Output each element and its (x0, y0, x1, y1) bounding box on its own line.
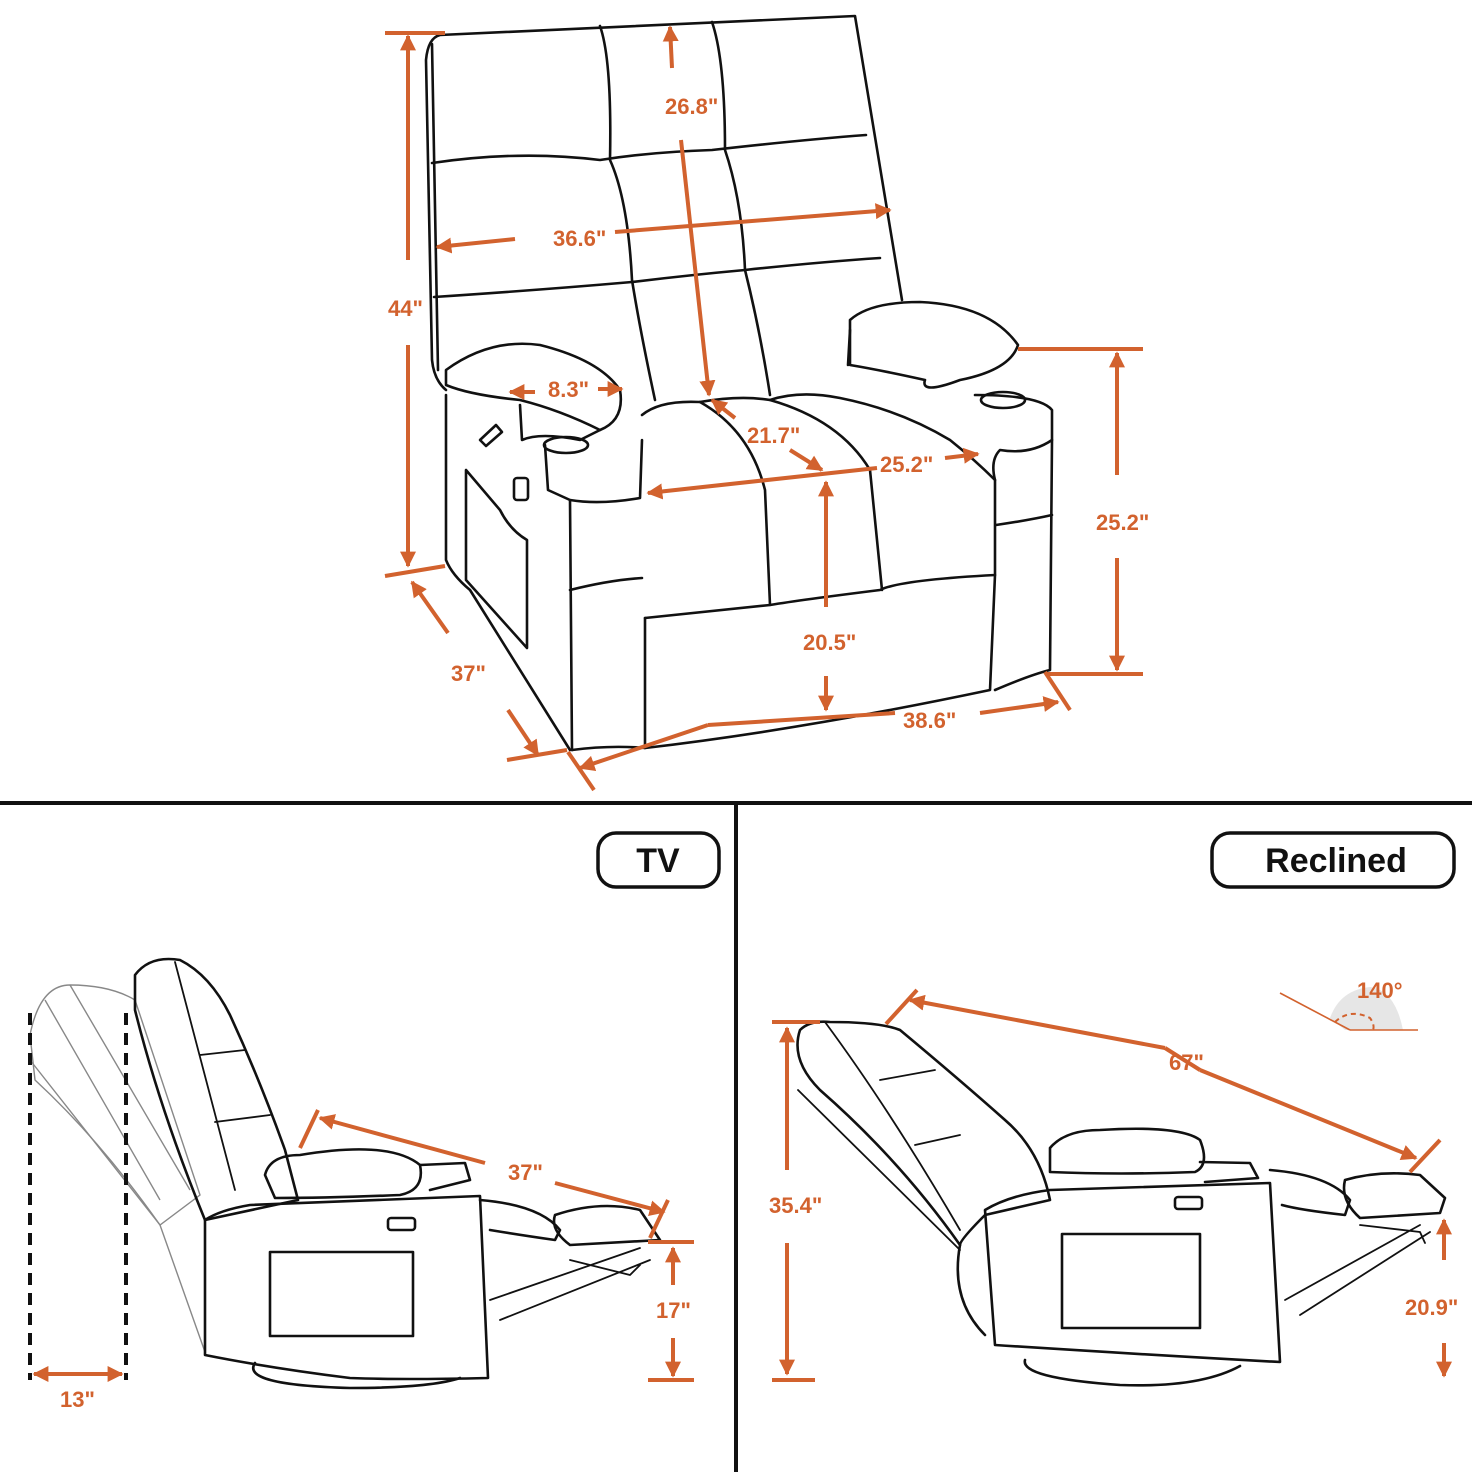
tv-label: TV (636, 842, 680, 880)
dim-overall-width: 38.6" (903, 708, 956, 733)
dim-recline-angle: 140° (1357, 978, 1403, 1003)
front-view-dimensions: 44" 26.8" 36.6" 8.3" 21.7" 25.2" 25.2" 2… (384, 25, 1149, 792)
dim-back-height: 26.8" (665, 94, 718, 119)
recline-angle-indicator: 140° (1279, 978, 1418, 1031)
dim-wall-clearance: 13" (60, 1387, 95, 1412)
front-view-chair (424, 14, 1054, 752)
tv-view-chair (29, 957, 662, 1390)
reclined-view-chair (796, 1020, 1447, 1387)
dim-tv-footrest-height: 17" (656, 1298, 691, 1323)
dim-back-width: 36.6" (553, 226, 606, 251)
dim-reclined-height: 35.4" (769, 1193, 822, 1218)
dim-seat-to-footrest: 37" (508, 1160, 543, 1185)
dim-arm-height: 25.2" (1096, 510, 1149, 535)
dim-seat-width: 25.2" (880, 452, 933, 477)
reclined-view-dimensions: 67" 35.4" 20.9" (769, 988, 1458, 1382)
dim-reclined-footrest-height: 20.9" (1405, 1295, 1458, 1320)
dim-armrest-width: 8.3" (548, 377, 589, 402)
dim-reclined-length: 67" (1169, 1050, 1204, 1075)
reclined-label-badge: Reclined (1210, 831, 1456, 889)
tv-view-dimensions: 13" 37" 17" (28, 1013, 694, 1412)
reclined-label: Reclined (1265, 842, 1407, 880)
tv-label-badge: TV (596, 831, 721, 889)
dim-seat-depth: 21.7" (747, 423, 800, 448)
dim-overall-depth: 37" (451, 661, 486, 686)
dim-overall-height: 44" (388, 296, 423, 321)
dim-seat-height: 20.5" (803, 630, 856, 655)
